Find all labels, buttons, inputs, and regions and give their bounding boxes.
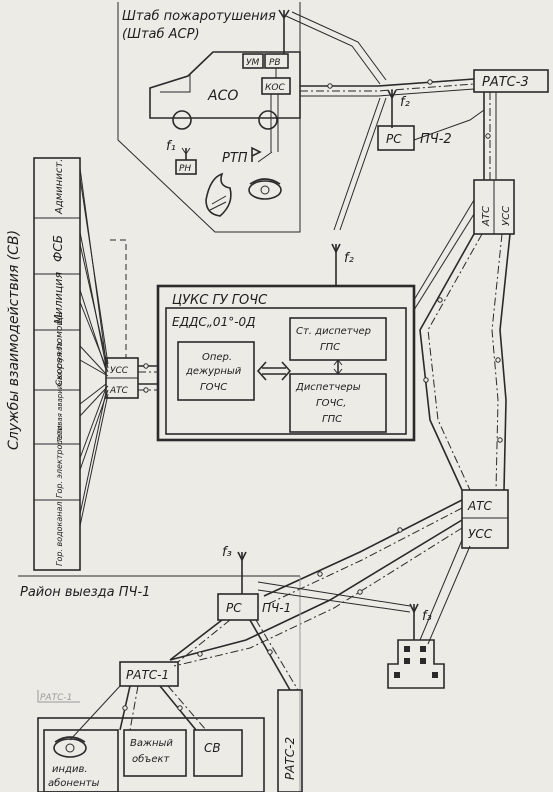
rn-label: РН (179, 164, 191, 174)
center-outer-box (156, 284, 416, 442)
rats1-box (119, 661, 179, 687)
f3-label-left: f₃ (222, 545, 232, 560)
rs-pch2-label: РС (386, 132, 402, 146)
important-object-box (123, 729, 187, 777)
rv-label: РВ (269, 58, 281, 68)
ats-uss-lower-box (461, 489, 509, 549)
um-box (242, 53, 264, 69)
important-line2: объект (132, 753, 171, 765)
f2-label-center: f₂ (344, 251, 354, 266)
pch2-label: ПЧ-2 (420, 132, 452, 147)
ats-lower-label: АТС (467, 499, 493, 513)
uss-lower-label: УСС (468, 527, 493, 541)
edds-box (165, 307, 407, 435)
rs-pch1-box (217, 593, 259, 621)
bidirectional-arrow-icon (256, 361, 292, 381)
dispatchers-line1: Диспетчеры (295, 382, 361, 393)
district-local-box (37, 717, 265, 792)
oper-line1: Опер. (202, 352, 232, 363)
hq-antenna-icon (278, 9, 290, 54)
fire-icon (205, 172, 232, 217)
oper-duty-box (177, 341, 255, 401)
service-ambulance: Скорая помощь (55, 312, 65, 386)
rats1-label: РАТС-1 (126, 668, 169, 682)
service-water: Гор. водоканал (55, 501, 64, 566)
subscribers-box (43, 729, 119, 792)
f1-label: f₁ (166, 139, 176, 154)
services-fan-lines (79, 167, 109, 527)
rs-pch1-label: РС (226, 601, 242, 615)
hq-subtitle: (Штаб АСР) (122, 27, 200, 42)
edds-label: ЕДДС„01°-0Д (172, 315, 256, 329)
hq-region-outline (117, 2, 301, 233)
center-antenna-icon (331, 243, 341, 286)
sv-box (193, 729, 243, 777)
rtp-flag-icon (251, 146, 262, 162)
service-gas: Газовая аварийная служба (56, 342, 64, 442)
rats1-area-label: РАТС-1 (40, 693, 72, 703)
building-icon (387, 639, 445, 689)
updown-arrow-icon (333, 359, 343, 375)
senior-disp-box (289, 317, 387, 361)
rn-radio-icon (175, 147, 197, 175)
pch1-label: ПЧ-1 (262, 601, 291, 615)
rs-pch2-box (377, 125, 415, 151)
f3-label-right: f₃ (422, 609, 432, 624)
sv-label: СВ (204, 741, 221, 755)
rats1-area-faint (37, 690, 80, 703)
important-line1: Важный (130, 738, 173, 749)
aso-vehicle (149, 51, 301, 130)
um-label: УМ (246, 58, 259, 68)
trunk-junction-dots (122, 79, 503, 711)
building-antenna-icon (409, 603, 419, 640)
f2-label-top: f₂ (400, 95, 410, 110)
rats2-box (277, 689, 303, 792)
wheel-rear (258, 110, 278, 130)
service-fsb: ФСБ (51, 235, 65, 262)
subscribers-line2: абоненты (48, 777, 99, 789)
rats3-label: РАТС-3 (482, 75, 529, 90)
center-title: ЦУКС ГУ ГОЧС (172, 293, 268, 308)
senior-disp-line2: ГПС (320, 342, 340, 353)
uss-left-label: УСС (110, 366, 129, 376)
service-police: Милиция (52, 272, 65, 324)
services-heading: Службы взаимодействия (СВ) (6, 230, 22, 450)
dispatchers-line2: ГОЧС, (316, 398, 346, 409)
ats-upper-label: АТС (481, 206, 492, 227)
senior-disp-line1: Ст. диспетчер (296, 326, 371, 337)
rats3-box (473, 69, 549, 93)
services-column (33, 157, 81, 571)
uss-upper-label: УСС (501, 206, 512, 226)
rtp-label: РТП (222, 151, 248, 166)
dispatchers-line3: ГПС (322, 414, 342, 425)
rats2-label: РАТС-2 (283, 737, 297, 780)
ats-left-label: АТС (109, 386, 129, 396)
service-electric: Гор. электросети (55, 425, 64, 498)
telephone-icon (248, 178, 282, 200)
kos-label: КОС (265, 83, 285, 93)
pch1-antenna-icon (237, 551, 247, 594)
oper-line3: ГОЧС (200, 382, 227, 393)
wheel-front (172, 110, 192, 130)
district-title: Район выезда ПЧ-1 (20, 585, 150, 600)
subscribers-line1: индив. (52, 764, 88, 775)
hq-title: Штаб пожаротушения (122, 9, 276, 24)
oper-line2: дежурный (185, 366, 242, 377)
subscriber-telephone-icon (53, 736, 87, 758)
aso-label: АСО (207, 88, 238, 104)
service-admin: Админист. (54, 159, 65, 215)
pch2-antenna-icon (387, 89, 397, 128)
